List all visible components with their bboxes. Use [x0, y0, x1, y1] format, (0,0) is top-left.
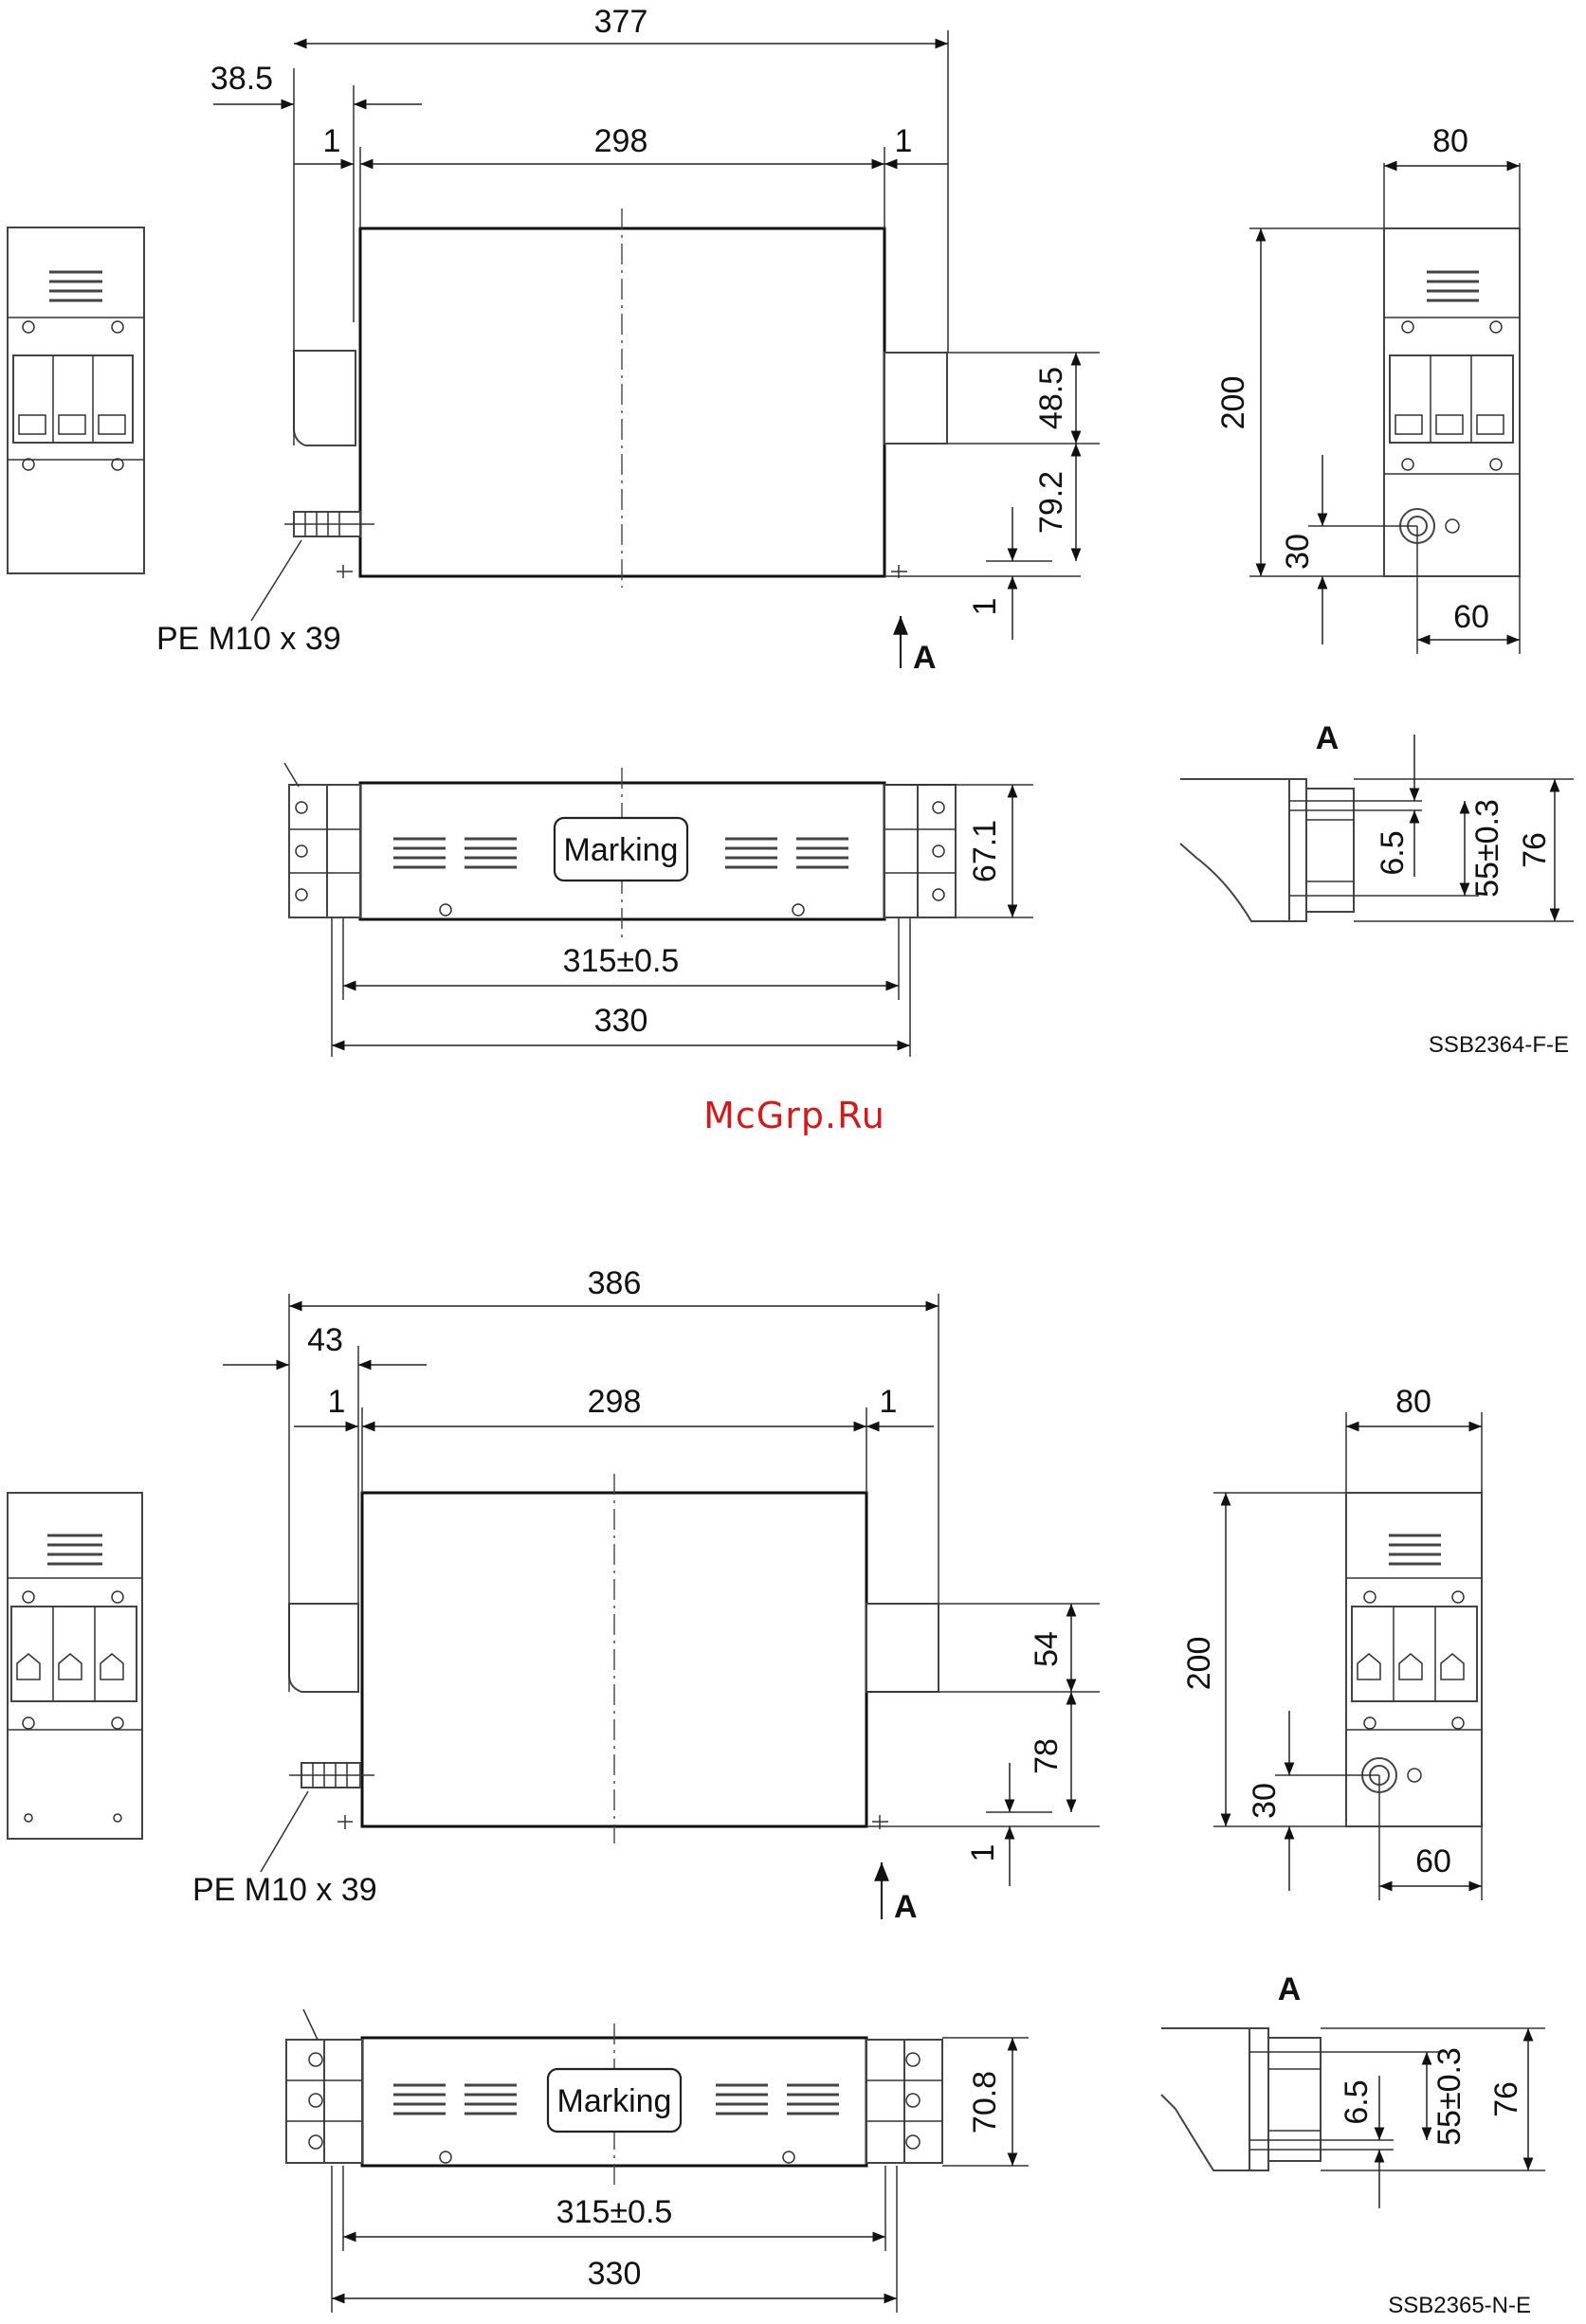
pe-label: PE M10 x 39 — [156, 621, 341, 657]
drawing-code-2: SSB2365-N-E — [1388, 2293, 1531, 2318]
top-view — [284, 763, 1033, 1057]
dim-detail-depth-2: 76 — [1488, 2081, 1524, 2117]
top-view-2 — [286, 2009, 1029, 2313]
dim-bottom-gap-2: 1 — [965, 1844, 1001, 1862]
watermark: McGrp.Ru — [703, 1095, 885, 1136]
marking-label: Marking — [564, 832, 679, 868]
dim-terminal-height: 48.5 — [1033, 367, 1069, 429]
detail-a-label-2: A — [1278, 1971, 1302, 2007]
dim-top-depth-2: 70.8 — [967, 2071, 1003, 2133]
dim-mount-pitch: 315±0.5 — [563, 943, 680, 979]
dim-gap-left: 1 — [323, 123, 341, 159]
dim-terminal-offset-2: 78 — [1029, 1738, 1065, 1774]
dim-detail-slot-2: 6.5 — [1339, 2079, 1375, 2124]
dim-terminal-height-2: 54 — [1029, 1631, 1065, 1667]
front-view — [213, 30, 1100, 668]
detail-a-label: A — [1316, 720, 1340, 756]
pe-label-2: PE M10 x 39 — [192, 1872, 377, 1908]
dim-side-width: 80 — [1432, 123, 1468, 159]
dim-terminal-offset: 79.2 — [1033, 471, 1069, 534]
dim-detail-pitch: 55±0.3 — [1469, 799, 1505, 898]
dim-height: 200 — [1215, 376, 1251, 430]
dim-side-width-2: 80 — [1395, 1384, 1431, 1420]
dim-body-width: 298 — [594, 123, 648, 159]
pe-stud-2 — [261, 1763, 374, 1872]
dim-detail-pitch-2: 55±0.3 — [1431, 2047, 1468, 2146]
dim-mount-length: 330 — [594, 1003, 648, 1039]
dim-gap-left-2: 1 — [328, 1384, 346, 1420]
dim-total-width-2: 386 — [588, 1265, 642, 1301]
detail-a — [1180, 735, 1574, 921]
dim-body-width-2: 298 — [588, 1384, 642, 1420]
front-view-2 — [223, 1294, 1100, 1919]
dim-pe-offset-v-2: 30 — [1247, 1783, 1283, 1819]
view-a-label: A — [913, 640, 937, 676]
dim-bottom-gap: 1 — [967, 598, 1003, 616]
dim-height-2: 200 — [1181, 1637, 1217, 1691]
dim-overhang-left: 38.5 — [210, 61, 273, 97]
dim-mount-length-2: 330 — [588, 2256, 642, 2292]
view-a-label-2: A — [894, 1889, 918, 1925]
left-end-view-2 — [8, 1493, 142, 1839]
drawing-ssb2364: 377 38.5 1 298 1 80 200 48.5 79.2 1 30 6… — [8, 4, 1574, 1058]
dim-mount-pitch-2: 315±0.5 — [556, 2194, 673, 2230]
left-end-view — [8, 227, 144, 573]
dim-pe-offset-h: 60 — [1453, 599, 1489, 635]
pe-stud — [251, 512, 374, 621]
marking-label-2: Marking — [557, 2083, 672, 2119]
right-side-view — [1249, 163, 1520, 654]
dim-detail-slot: 6.5 — [1375, 830, 1411, 875]
dim-pe-offset-v: 30 — [1280, 534, 1316, 570]
dim-detail-depth: 76 — [1517, 832, 1553, 868]
right-side-view-2 — [1213, 1412, 1482, 1900]
dim-pe-offset-h-2: 60 — [1415, 1843, 1451, 1879]
drawing-code: SSB2364-F-E — [1429, 1032, 1569, 1058]
dim-overhang-left-2: 43 — [307, 1322, 343, 1358]
dim-top-depth: 67.1 — [967, 820, 1003, 882]
dim-gap-right-2: 1 — [880, 1384, 898, 1420]
drawing-ssb2365: 386 43 1 298 1 80 200 54 78 1 30 60 PE M… — [8, 1265, 1545, 2318]
dim-gap-right: 1 — [895, 123, 913, 159]
dim-total-width: 377 — [594, 4, 648, 40]
